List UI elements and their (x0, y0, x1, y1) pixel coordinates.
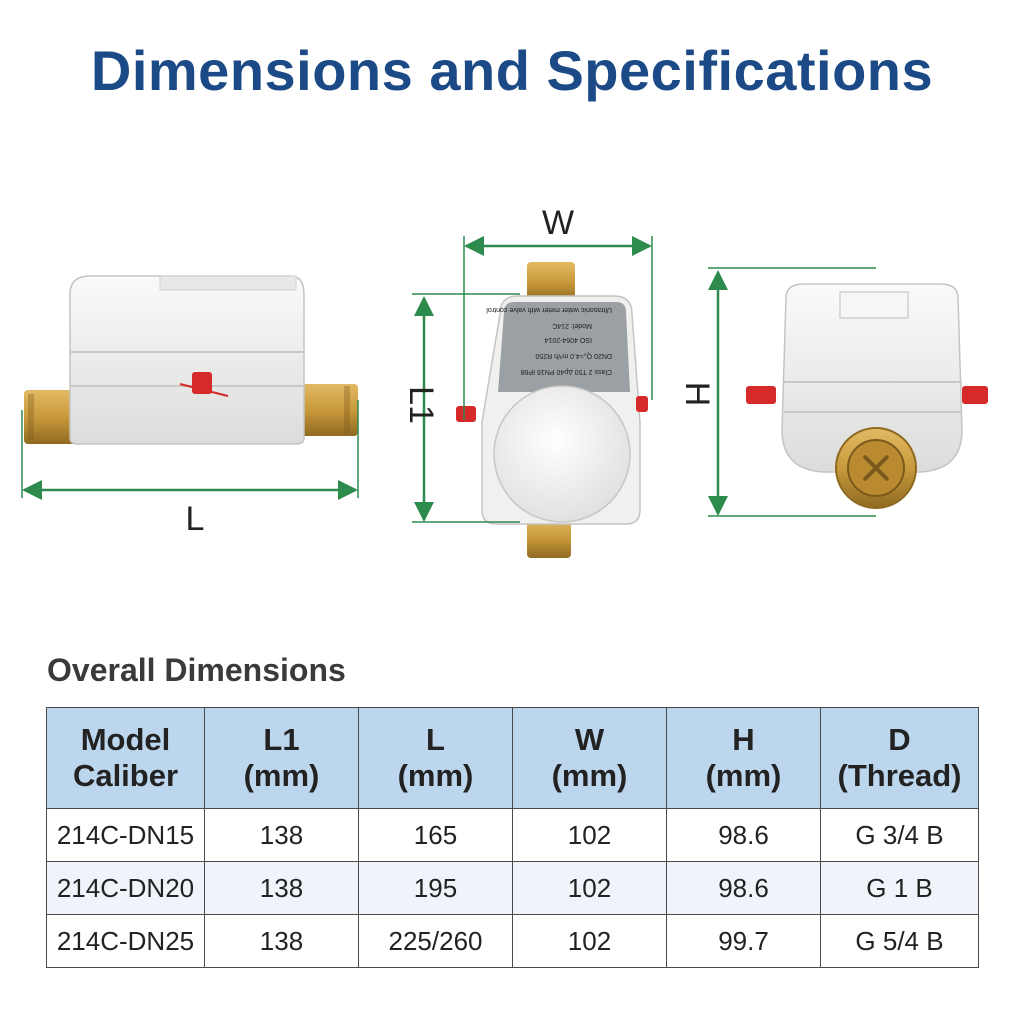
cell-thread: G 1 B (820, 861, 979, 915)
nameplate-line-4: DN20 Q₃=4.0 m³/h R250 (535, 352, 612, 359)
nameplate-line-3: ISO 4064-2014 (544, 336, 592, 343)
security-seal-right (636, 396, 648, 412)
cell-model: 214C-DN15 (46, 808, 205, 862)
section-title-overall-dimensions: Overall Dimensions (47, 652, 346, 688)
cell-l1: 138 (204, 861, 359, 915)
nameplate (498, 302, 630, 392)
cell-thread: G 3/4 B (820, 808, 979, 862)
brass-connector-left (24, 390, 80, 444)
cell-l1: 138 (204, 914, 359, 968)
cell-l: 165 (358, 808, 513, 862)
security-seal-right (962, 386, 988, 404)
page-title: Dimensions and Specifications (90, 39, 934, 102)
header-w: W(mm) (512, 707, 667, 809)
table-row: 214C-DN20 138 195 102 98.6 G 1 B (46, 861, 979, 915)
meter-body (69, 275, 305, 445)
meter-top-view: Ultrasonic water meter with valve contro… (456, 262, 648, 558)
cell-w: 102 (512, 914, 667, 968)
brass-inlet-top (527, 262, 575, 302)
cell-h: 99.7 (666, 914, 821, 968)
nameplate-line-1: Ultrasonic water meter with valve contro… (486, 306, 612, 313)
table-row: 214C-DN15 138 165 102 98.6 G 3/4 B (46, 808, 979, 862)
header-l: L(mm) (358, 707, 513, 809)
dimension-label-H: H (678, 382, 716, 407)
header-d-thread: D(Thread) (820, 707, 979, 809)
display-window (839, 291, 909, 319)
header-l1: L1(mm) (204, 707, 359, 809)
nameplate-line-5: Class 2 T50 Δp40 PN16 IP68 (521, 368, 612, 375)
brass-outlet-bottom (527, 518, 571, 558)
product-figure: L Ultrasonic water meter with valve cont… (21, 204, 988, 558)
cell-l: 225/260 (358, 914, 513, 968)
cell-w: 102 (512, 808, 667, 862)
meter-front-view (746, 283, 988, 509)
security-seal-left (456, 406, 476, 422)
cell-w: 102 (512, 861, 667, 915)
dimension-label-L: L (186, 500, 205, 538)
dimension-label-W: W (542, 204, 574, 242)
cell-l: 195 (358, 861, 513, 915)
meter-cap (493, 385, 631, 523)
header-h: H(mm) (666, 707, 821, 809)
meter-body-front (781, 283, 963, 473)
cell-h: 98.6 (666, 808, 821, 862)
cell-model: 214C-DN25 (46, 914, 205, 968)
meter-side-view (24, 275, 358, 445)
cell-thread: G 5/4 B (820, 914, 979, 968)
security-seal-left (746, 386, 776, 404)
table-row: 214C-DN25 138 225/260 102 99.7 G 5/4 B (46, 914, 979, 968)
cell-l1: 138 (204, 808, 359, 862)
nameplate-line-2: Model: 214C (552, 322, 592, 329)
cell-h: 98.6 (666, 861, 821, 915)
dimension-label-L1: L1 (402, 386, 440, 424)
brass-connector-right (296, 384, 358, 436)
cell-model: 214C-DN20 (46, 861, 205, 915)
